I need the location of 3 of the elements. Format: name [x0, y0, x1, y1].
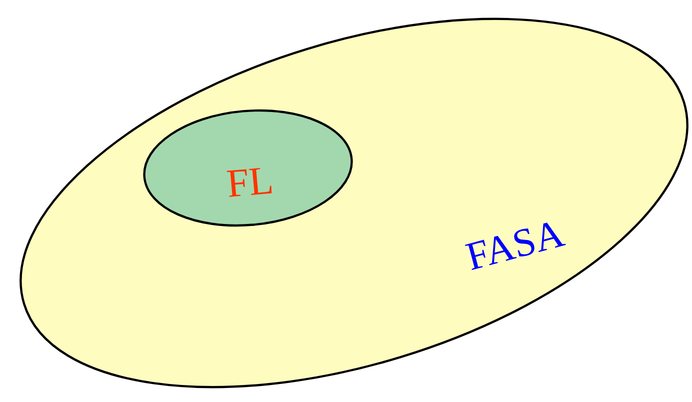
region-label: FL [226, 168, 272, 197]
ellipse-region [143, 109, 353, 227]
region-label: FASA [464, 222, 566, 270]
